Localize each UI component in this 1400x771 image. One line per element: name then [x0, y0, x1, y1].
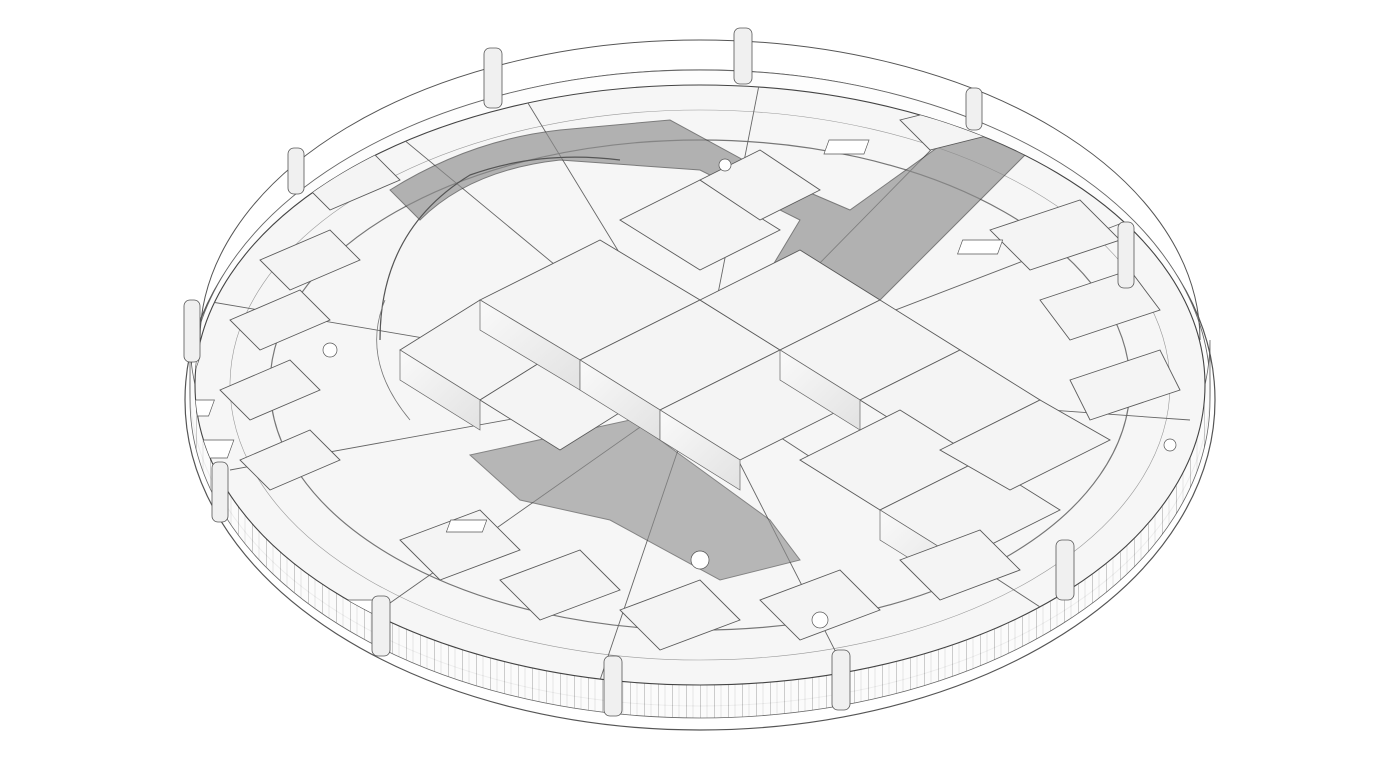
- room-wall-faces: [399, 299, 961, 591]
- perimeter-columns: [183, 27, 1135, 717]
- west-office-cells: [219, 149, 401, 491]
- south-office-cells: [399, 509, 1021, 651]
- inner-corridor-curve: [379, 156, 621, 341]
- furniture: [195, 139, 1177, 629]
